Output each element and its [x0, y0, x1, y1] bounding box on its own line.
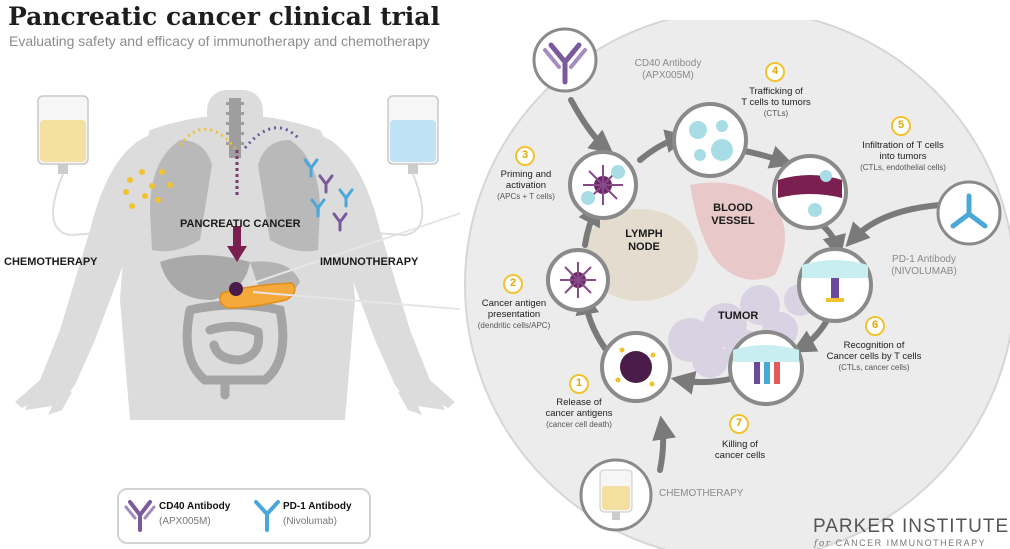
cell-recognition	[797, 247, 873, 323]
step-number-6: 6	[871, 319, 879, 331]
zoom-line-bottom	[252, 291, 460, 311]
step-1-title-line1: Release of	[556, 397, 602, 408]
body-illustration	[15, 90, 460, 420]
chemo-dotted-path	[178, 127, 237, 149]
tumor-mass	[229, 282, 243, 296]
step-3-title-line2: activation	[505, 180, 547, 191]
chemo-iv-bag	[37, 95, 151, 237]
step-6-text: Recognition of Cancer cells by T cells (…	[812, 340, 936, 373]
cell-priming-activation	[568, 150, 638, 220]
step-6-title-line1: Recognition of	[843, 340, 905, 351]
pancreatic-cancer-label: PANCREATIC CANCER	[180, 218, 301, 230]
step-2-title-line2: presentation	[487, 309, 541, 320]
cd40-antibody-icon	[532, 27, 598, 93]
step-1-text: Release of cancer antigens (cancer cell …	[527, 397, 631, 430]
lymph-node-label-line2: NODE	[628, 241, 660, 253]
cd40-antibody-label: CD40 Antibody (APX005M)	[616, 58, 720, 82]
step-number-2: 2	[509, 277, 517, 289]
blood-vessel-label-line2: VESSEL	[711, 215, 755, 227]
pd1-antibody-label: PD-1 Antibody (NIVOLUMAB)	[872, 254, 976, 278]
immuno-iv-bag	[329, 95, 439, 237]
chemo-particles	[123, 169, 173, 209]
step-3-sub: (APCs + T cells)	[497, 192, 555, 201]
step-numbers	[503, 62, 911, 434]
step-7-title-line1: Killing of	[722, 439, 758, 450]
step-2-sub: (dendritic cells/APC)	[477, 321, 551, 330]
step-1-sub: (cancer cell death)	[546, 420, 612, 429]
blood-vessel-label: BLOOD VESSEL	[703, 202, 763, 228]
step-5-title-line2: into tumors	[879, 151, 927, 162]
lymph-node-shape	[582, 209, 698, 301]
lymph-node-label-line1: LYMPH	[625, 228, 663, 240]
step-4-title-line1: Trafficking of	[749, 86, 803, 97]
cell-infiltration	[772, 154, 848, 230]
cell-antigen-presentation	[546, 248, 610, 312]
step-number-1: 1	[575, 377, 583, 389]
cell-killing	[728, 330, 804, 406]
legend-pd1-icon	[254, 500, 280, 532]
step-6-title-line2: Cancer cells by T cells	[826, 351, 922, 362]
pd1-antibody-name: PD-1 Antibody	[892, 254, 956, 265]
step-2-title-line1: Cancer antigen	[481, 298, 547, 309]
lymph-node-label: LYMPH NODE	[624, 228, 664, 254]
step-number-7: 7	[735, 417, 743, 429]
page-title: Pancreatic cancer clinical trial	[8, 2, 440, 31]
step-6-sub: (CTLs, cancer cells)	[838, 363, 910, 372]
step-4-sub: (CTLs)	[763, 109, 789, 118]
brand-tagline-text: CANCER IMMUNOTHERAPY	[835, 538, 987, 548]
page-subtitle: Evaluating safety and efficacy of immuno…	[9, 33, 430, 49]
chemotherapy-label: CHEMOTHERAPY	[4, 256, 98, 268]
step-4-text: Trafficking of T cells to tumors (CTLs)	[726, 86, 826, 119]
step-3-text: Priming and activation (APCs + T cells)	[478, 169, 574, 202]
blood-vessel-shape	[690, 182, 785, 280]
brand-name: PARKER INSTITUTE	[813, 516, 1010, 537]
legend-pd1-name: PD-1 Antibody	[283, 501, 352, 512]
lungs	[150, 140, 320, 252]
legend-cd40-icon	[124, 500, 156, 532]
step-7-title-line2: cancer cells	[714, 450, 766, 461]
step-7-text: Killing of cancer cells	[704, 439, 776, 461]
cycle-chemotherapy-label: CHEMOTHERAPY	[659, 488, 744, 499]
legend: CD40 Antibody (APX005M) PD-1 Antibody (N…	[117, 488, 371, 544]
step-3-title-line1: Priming and	[500, 169, 552, 180]
step-5-text: Infiltration of T cells into tumors (CTL…	[848, 140, 958, 173]
cell-release-antigens	[600, 331, 672, 403]
immunity-cycle-diagram	[464, 20, 1010, 549]
brand-tagline: for CANCER IMMUNOTHERAPY	[814, 538, 986, 549]
step-4-title-line2: T cells to tumors	[741, 97, 811, 108]
step-number-5: 5	[897, 119, 905, 131]
antibody-particles	[303, 158, 354, 232]
chemo-bag-icon	[579, 458, 653, 532]
cell-trafficking	[672, 102, 748, 178]
legend-cd40-name: CD40 Antibody	[159, 501, 231, 512]
delivery-arrow	[227, 150, 247, 262]
step-5-title-line1: Infiltration of T cells	[862, 140, 944, 151]
tumor-label: TUMOR	[718, 310, 759, 322]
cd40-antibody-code: (APX005M)	[642, 70, 694, 81]
zoom-line-top	[252, 212, 460, 284]
pd1-antibody-icon	[936, 180, 1002, 246]
step-1-title-line2: cancer antigens	[545, 408, 613, 419]
blood-vessel-label-line1: BLOOD	[713, 202, 753, 214]
legend-pd1-code: (Nivolumab)	[283, 516, 337, 527]
step-number-4: 4	[771, 65, 779, 77]
legend-cd40-code: (APX005M)	[159, 516, 211, 527]
cd40-antibody-name: CD40 Antibody	[634, 58, 702, 69]
step-number-3: 3	[521, 149, 529, 161]
step-5-sub: (CTLs, endothelial cells)	[860, 163, 946, 172]
step-2-text: Cancer antigen presentation (dendritic c…	[458, 298, 570, 331]
pd1-antibody-code: (NIVOLUMAB)	[891, 266, 957, 277]
immunotherapy-label: IMMUNOTHERAPY	[320, 256, 419, 268]
liver	[160, 255, 250, 300]
brand-for: for	[814, 539, 832, 549]
